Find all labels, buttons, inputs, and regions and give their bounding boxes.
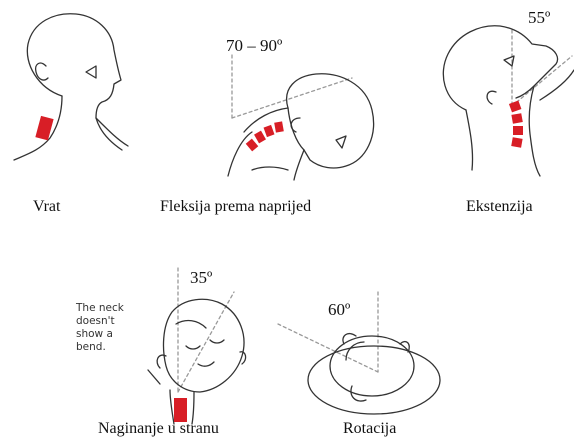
extension-figure (443, 26, 574, 176)
neutral-head-figure (14, 14, 128, 160)
note-line: The neck (76, 302, 146, 315)
caption-flexion: Fleksija prema naprijed (160, 198, 311, 216)
flexion-figure (228, 55, 374, 180)
angle-lateral: 35º (190, 268, 212, 288)
extension-neck-highlight (509, 101, 523, 148)
note-pointer (148, 370, 160, 384)
lateral-note: The neck doesn't show a bend. (76, 302, 146, 354)
note-line: doesn't (76, 315, 146, 328)
caption-extension: Ekstenzija (466, 198, 533, 216)
flexion-neck-highlight (246, 121, 284, 151)
lateral-bend-figure (148, 268, 246, 424)
caption-rotation: Rotacija (343, 420, 396, 438)
angle-rotation: 60º (328, 300, 350, 320)
rotation-angle-guide (278, 324, 378, 372)
note-line: bend. (76, 341, 146, 354)
note-line: show a (76, 328, 146, 341)
caption-lateral: Naginanje u stranu (98, 420, 219, 438)
caption-vrat: Vrat (33, 198, 60, 216)
angle-flexion: 70 – 90º (226, 36, 282, 56)
angle-extension: 55º (528, 8, 550, 28)
rotation-figure (278, 292, 440, 414)
lateral-neck-highlight (174, 398, 187, 422)
